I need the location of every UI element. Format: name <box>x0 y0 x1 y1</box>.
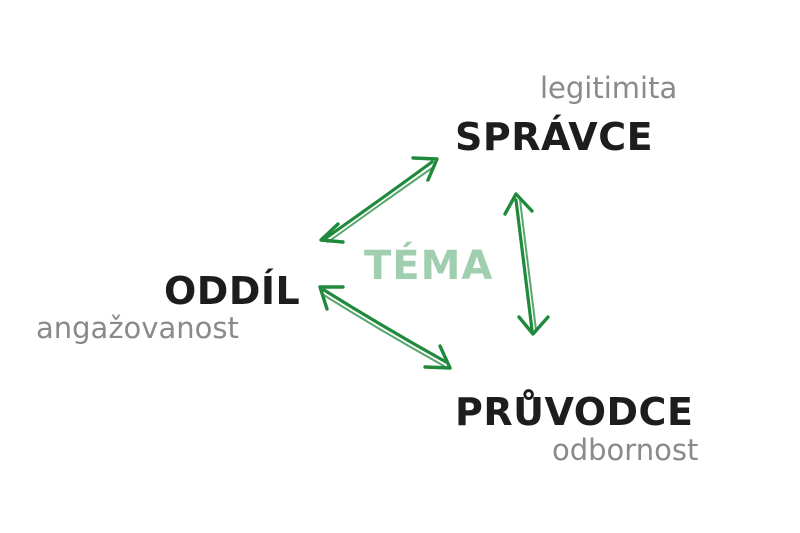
arrow-oddil-pruvodce-shaft <box>322 288 448 364</box>
arrow-oddil-spravce-shaft <box>324 160 434 240</box>
arrow-spravce-pruvodce-shaft <box>514 198 534 332</box>
arrow-oddil-spravce-shaft-rough <box>327 165 436 243</box>
node-spravce-label: SPRÁVCE <box>455 115 654 159</box>
center-topic-label: TÉMA <box>364 243 494 289</box>
node-oddil-quality: angažovanost <box>36 311 239 345</box>
arrow-oddil-pruvodce <box>318 285 452 370</box>
node-oddil-label: ODDÍL <box>164 269 301 313</box>
arrow-spravce-pruvodce-shaft-rough <box>519 199 537 331</box>
arrow-oddil-spravce-head-start <box>319 222 345 244</box>
node-pruvodce-label: PRŮVODCE <box>455 390 694 434</box>
arrow-spravce-pruvodce-head-end <box>517 315 550 336</box>
arrow-oddil-spravce-head-end <box>411 156 439 182</box>
node-pruvodce-quality: odbornost <box>552 433 699 467</box>
arrow-oddil-pruvodce-shaft-rough <box>321 293 445 367</box>
arrow-oddil-pruvodce-head-end <box>423 344 452 370</box>
arrow-oddil-spravce <box>319 156 439 244</box>
arrow-spravce-pruvodce-head-start <box>503 192 534 216</box>
arrow-spravce-pruvodce <box>503 192 550 336</box>
arrow-oddil-pruvodce-head-start <box>318 285 345 311</box>
node-spravce-quality: legitimita <box>540 71 678 105</box>
